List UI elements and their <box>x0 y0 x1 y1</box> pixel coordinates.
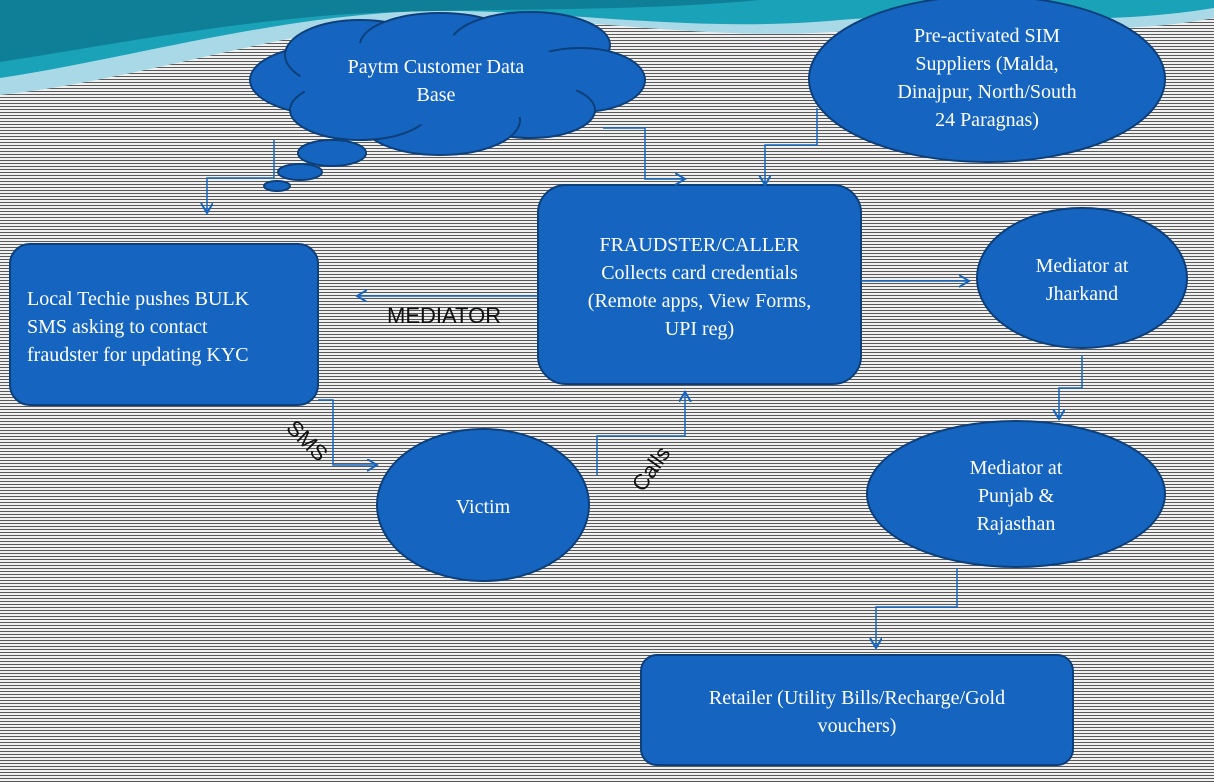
sim-suppliers-node <box>808 0 1166 163</box>
victim-node <box>376 428 590 582</box>
mediator-jharkand-label: Mediator at Jharkand <box>1035 255 1129 305</box>
edge-db-to-fraudster <box>603 127 685 179</box>
fraudster-node <box>537 184 862 385</box>
edge-db-to-techie <box>207 140 275 213</box>
edge-punjab-to-retailer <box>876 568 958 648</box>
customer-db-cloud <box>249 11 646 192</box>
edge-sim-to-fraudster <box>765 108 818 185</box>
mediator-jharkand-node <box>976 207 1188 349</box>
retailer-label: Retailer (Utility Bills/Recharge/Gold vo… <box>708 687 1006 737</box>
local-techie-label: Local Techie pushes BULK SMS asking to c… <box>27 288 250 366</box>
retailer-node <box>640 654 1074 766</box>
mediator-punjab-label: Mediator at Punjab & Rajasthan <box>969 457 1063 535</box>
edge-techie-to-victim <box>318 399 377 465</box>
local-techie-node <box>9 243 319 406</box>
edge-jharkand-to-punjab <box>1059 355 1083 419</box>
fraudster-label: FRAUDSTER/CALLER Collects card credentia… <box>587 234 812 340</box>
mediator-edge-label: MEDIATOR <box>387 303 502 328</box>
customer-db-label: Paytm Customer Data Base <box>347 56 525 106</box>
mediator-punjab-node <box>866 420 1166 568</box>
sim-suppliers-label: Pre-activated SIM Suppliers (Malda, Dina… <box>897 25 1077 131</box>
victim-label: Victim <box>455 496 511 518</box>
edge-victim-to-fraudster <box>596 392 685 475</box>
